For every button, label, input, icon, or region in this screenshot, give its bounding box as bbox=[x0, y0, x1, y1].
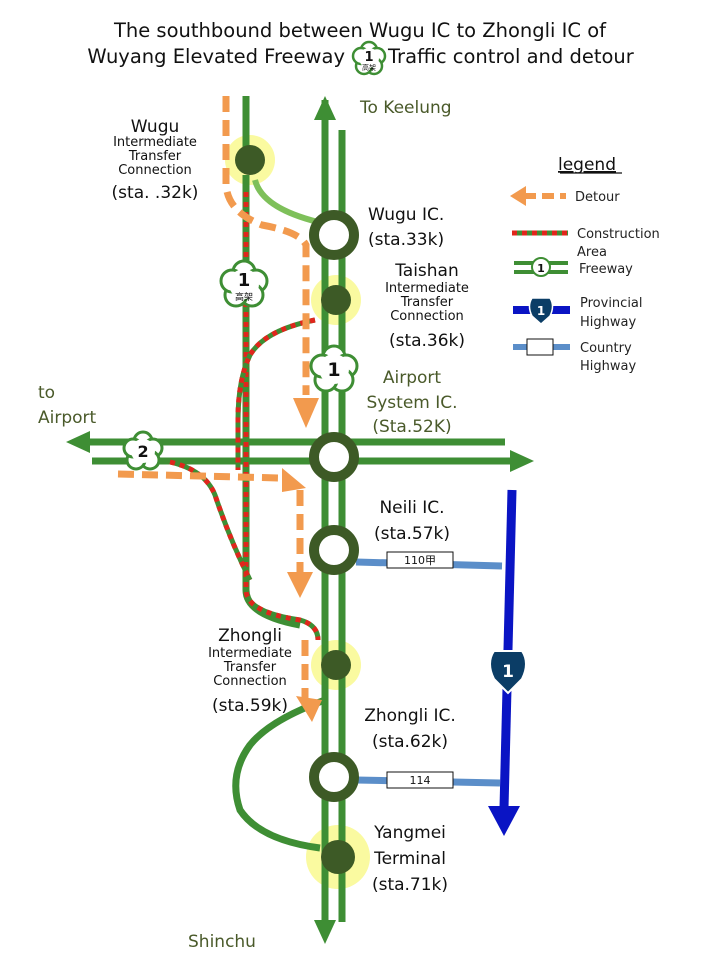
legend-country-label-1: Country bbox=[580, 341, 632, 356]
elevated-shield-number: 1 bbox=[238, 270, 251, 291]
zhongli-ic-name: Zhongli IC. bbox=[364, 706, 456, 726]
airport-east-arrow bbox=[510, 450, 534, 472]
legend-freeway-icon: 1 bbox=[514, 257, 568, 277]
airport-system-sta: (Sta.52K) bbox=[372, 417, 451, 437]
map-title-line1: The southbound between Wugu IC to Zhongl… bbox=[113, 19, 607, 42]
map-title-line2-left: Wuyang Elevated Freeway bbox=[87, 45, 345, 68]
legend-country-label-2: Highway bbox=[580, 359, 636, 374]
provincial-shield-number: 1 bbox=[502, 662, 514, 682]
north-arrow bbox=[314, 96, 336, 120]
county-road-114-label: 114 bbox=[410, 774, 431, 787]
title-shield-number: 1 bbox=[364, 50, 373, 65]
zhongli-ic-label: Zhongli IC. (sta.62k) bbox=[364, 706, 456, 752]
yangmei-link bbox=[232, 696, 327, 852]
zhongli-connection-sta: (sta.59k) bbox=[212, 696, 288, 716]
zhongli-connection-line3: Connection bbox=[213, 674, 287, 689]
ramp-links bbox=[252, 179, 319, 225]
zhongli-connection-line2: Transfer bbox=[223, 660, 277, 675]
legend-construction-label-2: Area bbox=[577, 245, 607, 260]
interchange-nodes bbox=[235, 145, 359, 874]
legend-detour-icon bbox=[510, 186, 566, 206]
zhongli-connection-label: Zhongli Intermediate Transfer Connection… bbox=[208, 626, 292, 716]
taishan-sta: (sta.36k) bbox=[389, 331, 465, 351]
map-title-line2-right: Traffic control and detour bbox=[387, 45, 635, 68]
legend-provincial-icon: 1 bbox=[513, 297, 570, 326]
zhongli-connection-name: Zhongli bbox=[218, 626, 282, 646]
zhongli-ic-sta: (sta.62k) bbox=[372, 732, 448, 752]
neili-sta: (sta.57k) bbox=[374, 524, 450, 544]
wugu-connection-name: Wugu bbox=[131, 117, 180, 137]
wugu-connection-line2: Transfer bbox=[128, 149, 182, 164]
airport-system-ic-node bbox=[309, 432, 359, 482]
neili-label: Neili IC. (sta.57k) bbox=[374, 498, 450, 544]
freeway-2-shield-number: 2 bbox=[137, 442, 148, 461]
taishan-line1: Intermediate bbox=[385, 281, 469, 296]
legend-provincial-shield-number: 1 bbox=[537, 304, 545, 318]
taishan-label: Taishan Intermediate Transfer Connection… bbox=[385, 261, 469, 351]
wugu-connection-node bbox=[235, 145, 265, 175]
south-arrow bbox=[314, 920, 336, 944]
county-road-110-label: 110甲 bbox=[404, 554, 436, 567]
airport-system-label: Airport System IC. (Sta.52K) bbox=[366, 368, 457, 437]
yangmei-sta: (sta.71k) bbox=[372, 875, 448, 895]
legend-freeway-shield-number: 1 bbox=[537, 262, 545, 275]
taishan-line3: Connection bbox=[390, 309, 464, 324]
taishan-name: Taishan bbox=[394, 261, 459, 281]
detour-arrowheads bbox=[282, 398, 322, 722]
freeway-1-shield-number: 1 bbox=[327, 359, 340, 381]
zhongli-connection-node bbox=[321, 650, 351, 680]
wugu-ic-sta: (sta.33k) bbox=[368, 230, 444, 250]
elevated-shield-sub: 高架 bbox=[235, 291, 253, 303]
title-shield-sub: 高架 bbox=[362, 63, 376, 72]
zhongli-connection-line1: Intermediate bbox=[208, 646, 292, 661]
wugu-ic-name: Wugu IC. bbox=[368, 205, 444, 225]
neili-name: Neili IC. bbox=[379, 498, 444, 518]
airport-system-line2: System IC. bbox=[366, 393, 457, 413]
yangmei-line2: Terminal bbox=[373, 849, 446, 869]
freeway-2-shield-icon: 2 bbox=[122, 430, 164, 471]
provincial-highway: 1 bbox=[488, 489, 527, 836]
provincial-shield-icon: 1 bbox=[489, 650, 527, 695]
yangmei-line1: Yangmei bbox=[373, 823, 446, 843]
direction-airport-label: Airport bbox=[38, 408, 97, 428]
legend-provincial-label-1: Provincial bbox=[580, 296, 643, 311]
direction-north-label: To Keelung bbox=[359, 98, 452, 118]
wugu-connection-label: Wugu Intermediate Transfer Connection (s… bbox=[112, 117, 199, 203]
elevated-freeway-shield-icon: 1 高架 bbox=[219, 259, 269, 308]
title-freeway-shield-icon: 1 高架 bbox=[351, 40, 387, 76]
direction-south-label: Shinchu bbox=[188, 932, 256, 952]
wugu-connection-line3: Connection bbox=[118, 163, 192, 178]
zhongli-ic-node bbox=[309, 752, 359, 802]
yangmei-terminal-node bbox=[321, 840, 355, 874]
legend-detour-label: Detour bbox=[575, 190, 620, 205]
taishan-connection-node bbox=[321, 285, 351, 315]
construction-area bbox=[169, 192, 321, 641]
legend-title: legend bbox=[558, 155, 616, 175]
freeway-1-shield-icon: 1 bbox=[309, 344, 359, 393]
county-roads: 110甲 114 bbox=[355, 551, 503, 789]
legend-freeway-label: Freeway bbox=[579, 262, 633, 277]
detour-routes bbox=[117, 96, 310, 705]
legend-country-icon bbox=[513, 338, 570, 356]
legend-construction-label-1: Construction bbox=[577, 227, 660, 242]
wugu-ic-node bbox=[309, 210, 359, 260]
legend-provincial-label-2: Highway bbox=[580, 315, 636, 330]
airport-system-line1: Airport bbox=[383, 368, 442, 388]
wugu-ic-label: Wugu IC. (sta.33k) bbox=[368, 205, 444, 250]
yangmei-label: Yangmei Terminal (sta.71k) bbox=[372, 823, 448, 895]
wugu-connection-line1: Intermediate bbox=[113, 135, 197, 150]
direction-airport-to: to bbox=[38, 383, 55, 403]
wugu-connection-sta: (sta. .32k) bbox=[112, 183, 199, 203]
taishan-line2: Transfer bbox=[400, 295, 454, 310]
map-legend: legend Detour Construction Area 1 Freewa… bbox=[510, 155, 660, 374]
neili-ic-node bbox=[309, 525, 359, 575]
airport-west-arrow bbox=[66, 431, 90, 453]
